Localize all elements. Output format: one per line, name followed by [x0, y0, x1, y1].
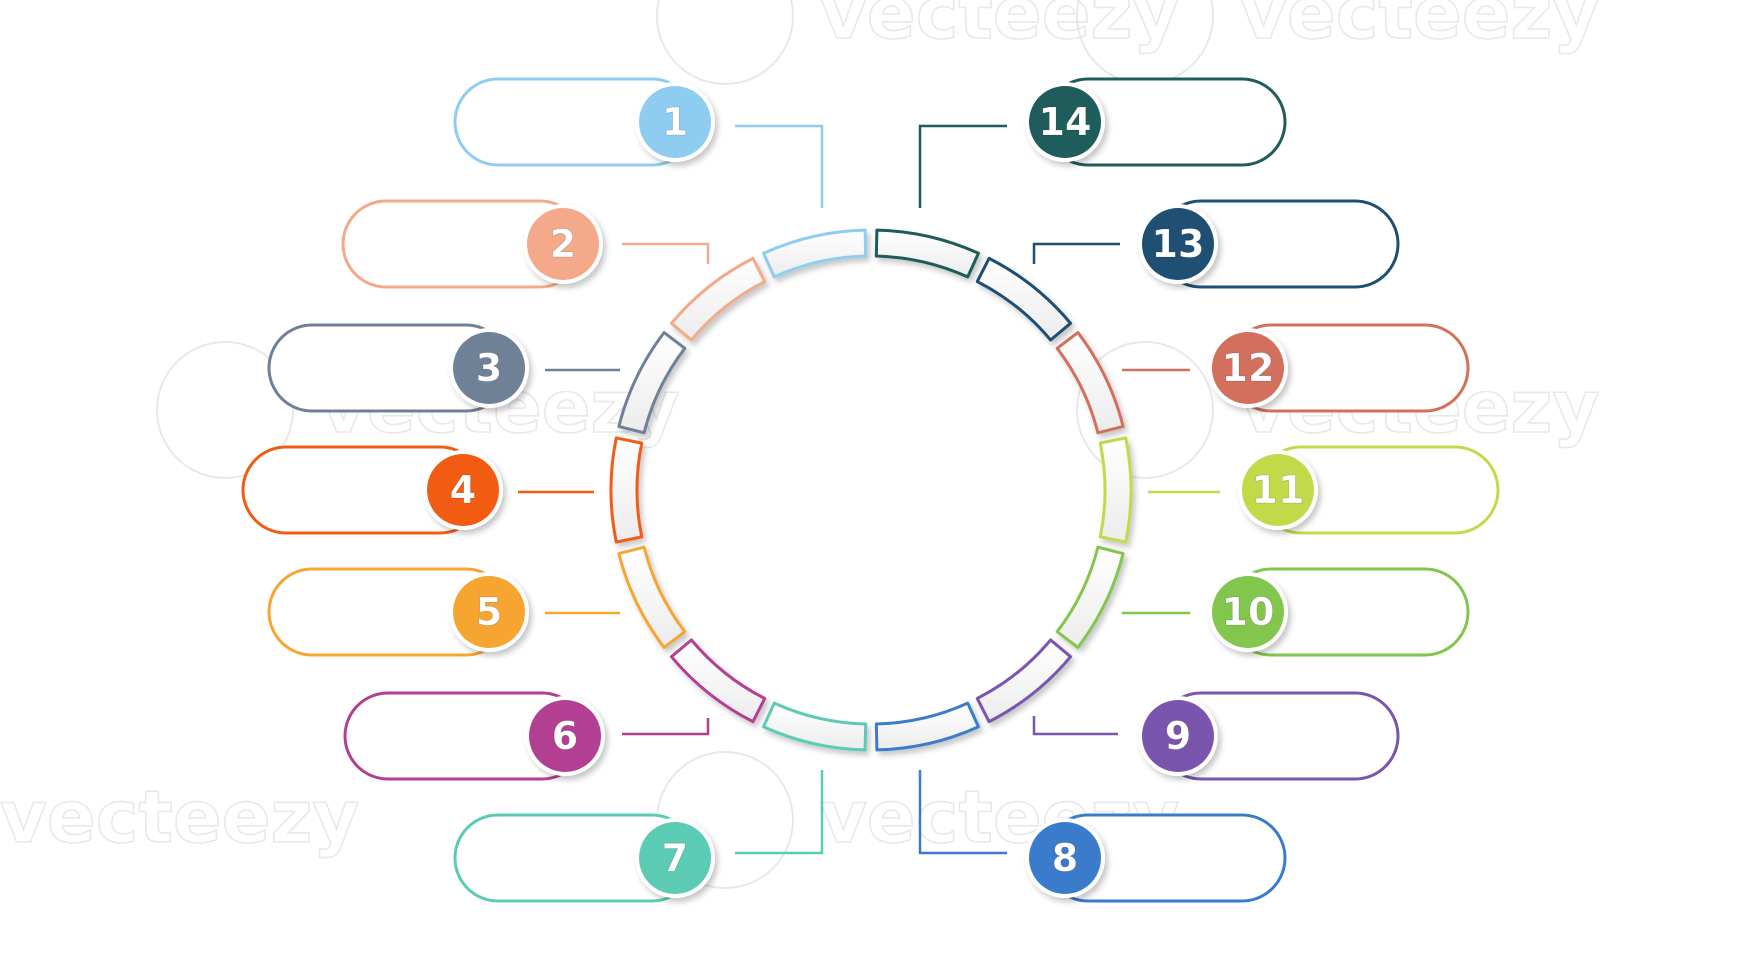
- step-item-11: 11: [1238, 445, 1500, 535]
- connector-line-8: [918, 770, 1007, 855]
- connector-line-14: [918, 124, 1007, 208]
- step-item-4: 4: [241, 445, 503, 535]
- step-badge: [1142, 208, 1214, 280]
- step-badge: [1029, 822, 1101, 894]
- step-number: 3: [476, 346, 502, 390]
- step-badge: [529, 700, 601, 772]
- watermark-logo-icon: [156, 341, 294, 479]
- step-item-10: 10: [1208, 567, 1470, 657]
- step-item-14: 14: [1025, 77, 1287, 167]
- ring-segment-5: [617, 545, 687, 649]
- step-badge: [1212, 576, 1284, 648]
- step-badge: [1142, 700, 1214, 772]
- step-item-2: 2: [341, 199, 603, 289]
- ring-segment-1: [762, 228, 868, 279]
- step-number: 13: [1152, 222, 1205, 266]
- watermark-logo-icon: [1076, 341, 1214, 479]
- ring-segment-14: [874, 228, 980, 279]
- connector-line-1: [735, 124, 824, 208]
- ring-segment-3: [617, 331, 687, 435]
- step-number: 2: [550, 222, 576, 266]
- connector-line-2: [622, 242, 710, 264]
- step-badge: [427, 454, 499, 526]
- connector-line-9: [1032, 716, 1118, 736]
- step-number: 8: [1052, 836, 1078, 880]
- ring-segment-4: [609, 436, 644, 544]
- ring-segment-9: [975, 638, 1073, 724]
- step-number: 6: [552, 714, 578, 758]
- step-badge: [639, 822, 711, 894]
- step-item-7: 7: [453, 813, 715, 903]
- ring-segment-13: [975, 256, 1073, 342]
- connector-line-13: [1032, 242, 1120, 264]
- step-number: 1: [662, 100, 688, 144]
- step-number: 7: [662, 836, 688, 880]
- watermark-logo-icon: [656, 0, 794, 85]
- watermark-text: vecteezy: [1240, 0, 1599, 55]
- step-number: 14: [1039, 100, 1092, 144]
- step-badge: [639, 86, 711, 158]
- step-number: 12: [1222, 346, 1275, 390]
- step-item-12: 12: [1208, 323, 1470, 413]
- ring-segment-11: [1098, 436, 1133, 544]
- segmented-ring: [609, 228, 1133, 752]
- step-item-13: 13: [1138, 199, 1400, 289]
- step-badge: [453, 576, 525, 648]
- step-item-6: 6: [343, 691, 605, 781]
- connector-line-6: [622, 718, 710, 736]
- step-number: 4: [450, 468, 476, 512]
- step-item-9: 9: [1138, 691, 1400, 781]
- watermark-text: vecteezy: [820, 0, 1179, 55]
- step-number: 11: [1252, 468, 1305, 512]
- ring-segment-6: [669, 638, 767, 724]
- step-number: 5: [476, 590, 502, 634]
- step-item-3: 3: [267, 323, 529, 413]
- step-badge: [453, 332, 525, 404]
- watermark-text: vecteezy: [0, 775, 359, 859]
- step-badge: [1029, 86, 1101, 158]
- step-badge: [1212, 332, 1284, 404]
- step-item-8: 8: [1025, 813, 1287, 903]
- connector-line-7: [735, 770, 824, 855]
- step-number: 10: [1222, 590, 1275, 634]
- ring-segment-7: [762, 701, 868, 752]
- ring-segment-2: [669, 256, 767, 342]
- step-badge: [527, 208, 599, 280]
- ring-segment-10: [1055, 545, 1125, 649]
- step-badge: [1242, 454, 1314, 526]
- step-number: 9: [1165, 714, 1191, 758]
- ring-segment-12: [1055, 331, 1125, 435]
- step-item-5: 5: [267, 567, 529, 657]
- step-item-1: 1: [453, 77, 715, 167]
- ring-segment-8: [874, 701, 980, 752]
- connector-lines: [518, 124, 1220, 855]
